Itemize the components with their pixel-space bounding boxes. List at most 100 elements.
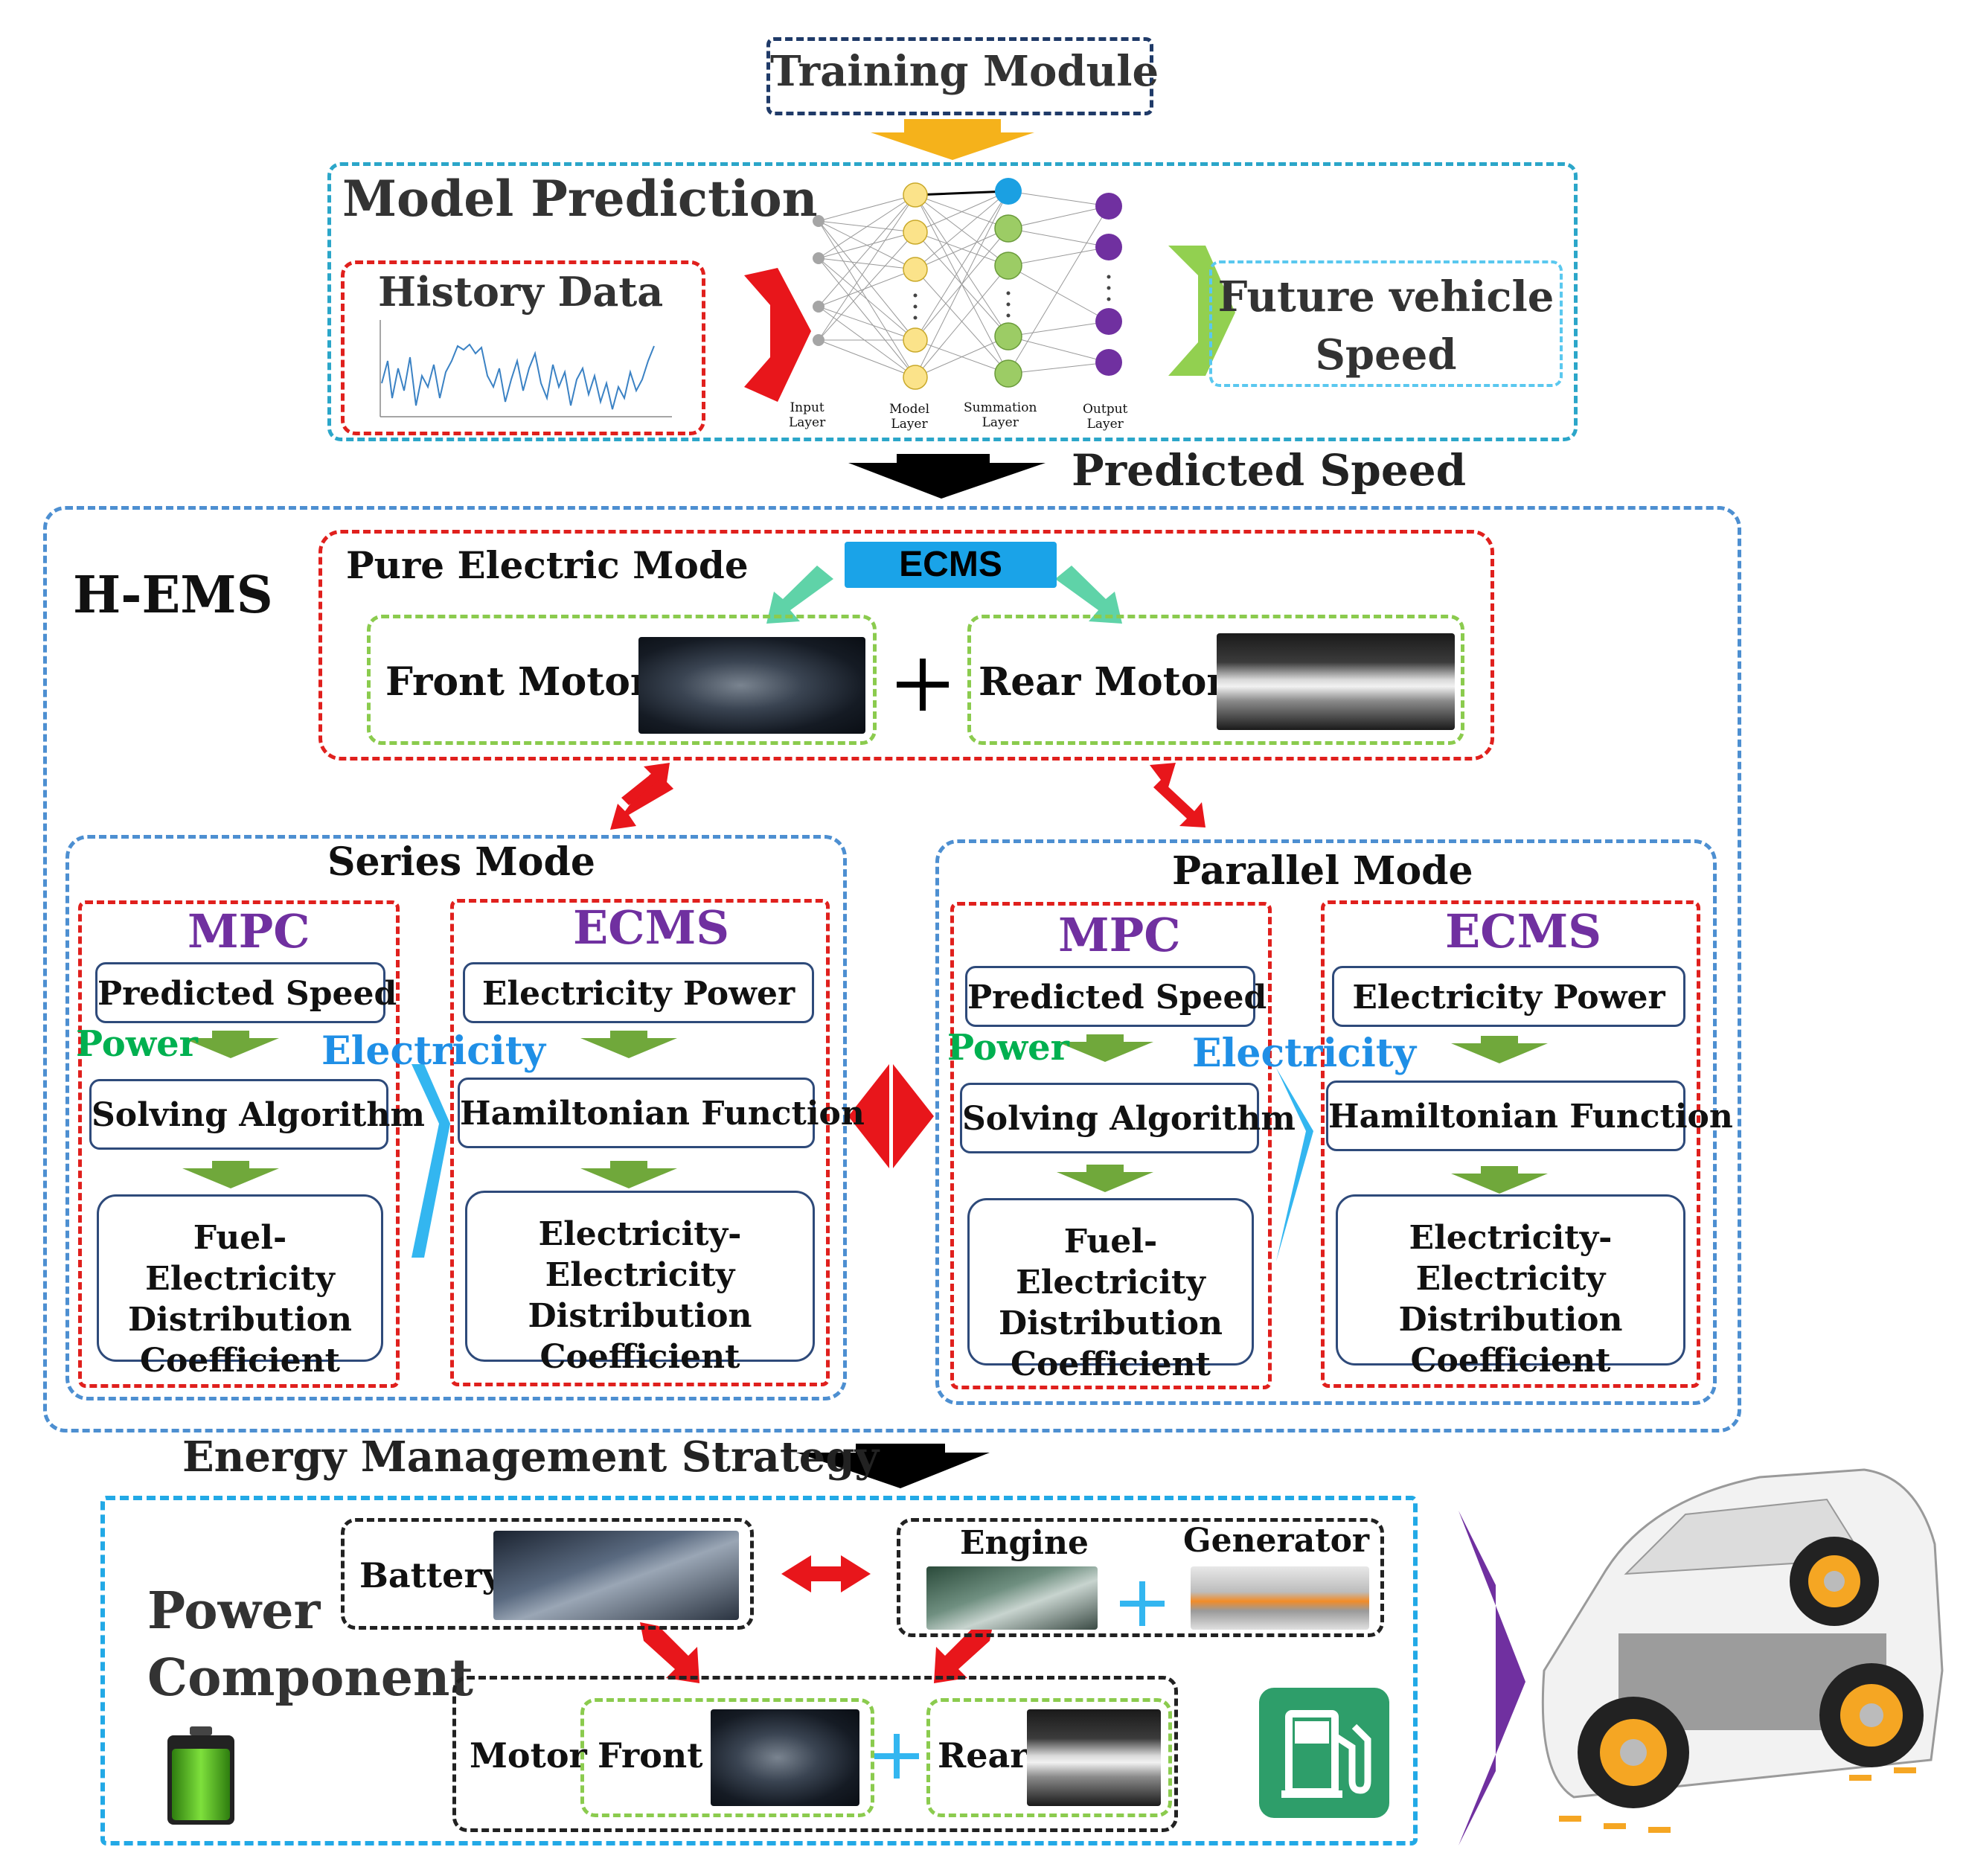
series-elec-coeff-box: Electricity-Electricity Distribution Coe… xyxy=(465,1191,815,1376)
layer-label-model: Model Layer xyxy=(889,402,930,432)
front-motor-photo xyxy=(638,637,865,734)
parallel-fuel-coeff-label: Fuel-Electricity Distribution Coefficien… xyxy=(999,1223,1223,1383)
ecms-bar-top: ECMS xyxy=(845,542,1057,588)
series-predicted-speed-box: Predicted Speed xyxy=(95,962,397,1023)
pure-electric-mode-title: Pure Electric Mode xyxy=(346,543,749,587)
orange-down-arrow xyxy=(871,119,1034,160)
layer-label-input: Input Layer xyxy=(789,400,826,430)
motor-label: Motor xyxy=(470,1735,587,1776)
series-solving-algorithm-box: Solving Algorithm xyxy=(89,1079,425,1150)
series-ecms-title: ECMS xyxy=(573,900,730,955)
series-electricity-power-box: Electricity Power xyxy=(463,962,814,1023)
series-hamiltonian-label: Hamiltonian Function xyxy=(460,1095,865,1133)
series-mode-box xyxy=(65,835,847,1400)
front-motor-label: Front Motor xyxy=(385,659,651,705)
predicted-speed-label: Predicted Speed xyxy=(1072,445,1467,496)
parallel-predicted-speed-label: Predicted Speed xyxy=(967,979,1267,1017)
series-mpc-box xyxy=(78,900,400,1388)
training-module-label: Training Module xyxy=(770,47,1159,96)
series-fuel-coeff-box: Fuel-Electricity Distribution Coefficien… xyxy=(97,1194,383,1380)
training-module-box: Training Module xyxy=(766,37,1159,115)
hems-box xyxy=(43,506,1741,1432)
parallel-mode-title: Parallel Mode xyxy=(1172,848,1473,894)
teal-arrow-right xyxy=(1055,566,1122,624)
series-solving-algorithm-label: Solving Algorithm xyxy=(92,1096,425,1134)
series-mode-title: Series Mode xyxy=(327,839,595,885)
future-speed-line2: Speed xyxy=(1315,330,1457,380)
generator-photo xyxy=(1191,1566,1369,1630)
rear-motor-box: Rear Motor xyxy=(967,615,1464,745)
parallel-elec-coeff-box: Electricity-Electricity Distribution Coe… xyxy=(1336,1194,1685,1380)
parallel-power-label: Power xyxy=(947,1027,1069,1069)
history-data-box: History Data xyxy=(341,260,705,435)
series-mpc-title: MPC xyxy=(188,904,310,958)
engine-generator-box: Engine Generator xyxy=(897,1518,1384,1637)
engine-label: Engine xyxy=(960,1524,1089,1562)
rear-motor-component-photo xyxy=(1027,1709,1161,1806)
fuel-pump-icon xyxy=(1259,1688,1389,1818)
parallel-solving-algorithm-box: Solving Algorithm xyxy=(960,1083,1296,1153)
plus-sign-motors xyxy=(897,659,949,711)
parallel-electricity-power-label: Electricity Power xyxy=(1352,979,1665,1017)
neural-network-graphic xyxy=(813,178,1122,390)
battery-box: Battery xyxy=(341,1518,754,1630)
battery-photo xyxy=(493,1531,739,1620)
black-down-arrow-bottom xyxy=(796,1444,990,1488)
history-speed-plot xyxy=(380,320,672,417)
series-predicted-speed-label: Predicted Speed xyxy=(97,975,397,1013)
battery-level-icon xyxy=(167,1726,234,1825)
rear-label: Rear xyxy=(938,1735,1028,1776)
layer-label-summation: Summation Layer xyxy=(964,400,1037,430)
motor-box: Motor xyxy=(452,1676,1178,1832)
red-double-arrow-battery-engine xyxy=(781,1555,871,1592)
parallel-elec-coeff-label: Electricity-Electricity Distribution Coe… xyxy=(1398,1219,1623,1380)
power-component-title-line1: Power xyxy=(147,1581,321,1641)
parallel-electricity-label: Electricity xyxy=(1192,1031,1416,1076)
teal-arrow-left xyxy=(766,566,833,624)
energy-management-strategy-label: Energy Management Strategy xyxy=(182,1432,880,1482)
power-component-box xyxy=(100,1496,1418,1845)
future-speed-box: Future vehicle Speed xyxy=(1209,260,1563,387)
purple-right-arrow xyxy=(1459,1511,1525,1845)
series-hamiltonian-box: Hamiltonian Function xyxy=(458,1078,865,1148)
engine-photo xyxy=(926,1566,1098,1630)
front-motor-box: Front Motor xyxy=(367,615,877,745)
generator-label: Generator xyxy=(1183,1522,1370,1560)
series-fuel-coeff-label: Fuel-Electricity Distribution Coefficien… xyxy=(128,1219,352,1380)
parallel-mpc-title: MPC xyxy=(1058,908,1181,962)
series-electricity-label: Electricity xyxy=(321,1028,545,1074)
rear-motor-label: Rear Motor xyxy=(979,659,1227,705)
red-double-arrow-left xyxy=(610,763,673,830)
parallel-solving-algorithm-label: Solving Algorithm xyxy=(962,1100,1296,1138)
series-elec-coeff-label: Electricity-Electricity Distribution Coe… xyxy=(528,1215,752,1376)
battery-label: Battery xyxy=(359,1555,502,1595)
plus-sign-engine-generator xyxy=(1120,1581,1165,1626)
history-data-label: History Data xyxy=(378,268,664,316)
red-double-arrow-right xyxy=(1150,763,1205,827)
green-right-arrow xyxy=(1168,246,1235,376)
parallel-hamiltonian-box: Hamiltonian Function xyxy=(1326,1081,1733,1151)
cyan-right-arrow-parallel xyxy=(1276,1068,1313,1261)
front-motor-component-box: Front xyxy=(580,1698,874,1817)
parallel-fuel-coeff-box: Fuel-Electricity Distribution Coefficien… xyxy=(967,1198,1254,1383)
red-arrow-battery-motor xyxy=(640,1622,699,1683)
series-electricity-power-label: Electricity Power xyxy=(481,975,795,1013)
red-horizontal-double-arrow xyxy=(848,1064,889,1168)
parallel-ecms-title: ECMS xyxy=(1445,904,1602,958)
green-down-arrows xyxy=(182,1031,1548,1194)
series-ecms-box xyxy=(450,899,830,1386)
model-prediction-title: Model Prediction xyxy=(342,170,818,228)
parallel-hamiltonian-label: Hamiltonian Function xyxy=(1328,1098,1733,1136)
parallel-mode-box xyxy=(935,839,1717,1405)
series-power-label: Power xyxy=(76,1023,198,1065)
front-motor-component-photo xyxy=(711,1709,859,1806)
red-right-arrow xyxy=(744,268,811,402)
red-arrow-engine-motor xyxy=(934,1622,993,1683)
pure-electric-mode-box xyxy=(318,530,1494,761)
parallel-electricity-power-box: Electricity Power xyxy=(1332,966,1685,1027)
rear-motor-photo xyxy=(1217,633,1455,730)
parallel-predicted-speed-box: Predicted Speed xyxy=(965,966,1267,1027)
front-label: Front xyxy=(598,1735,703,1776)
parallel-mpc-box xyxy=(950,902,1272,1389)
power-component-title-line2: Component xyxy=(147,1648,473,1708)
